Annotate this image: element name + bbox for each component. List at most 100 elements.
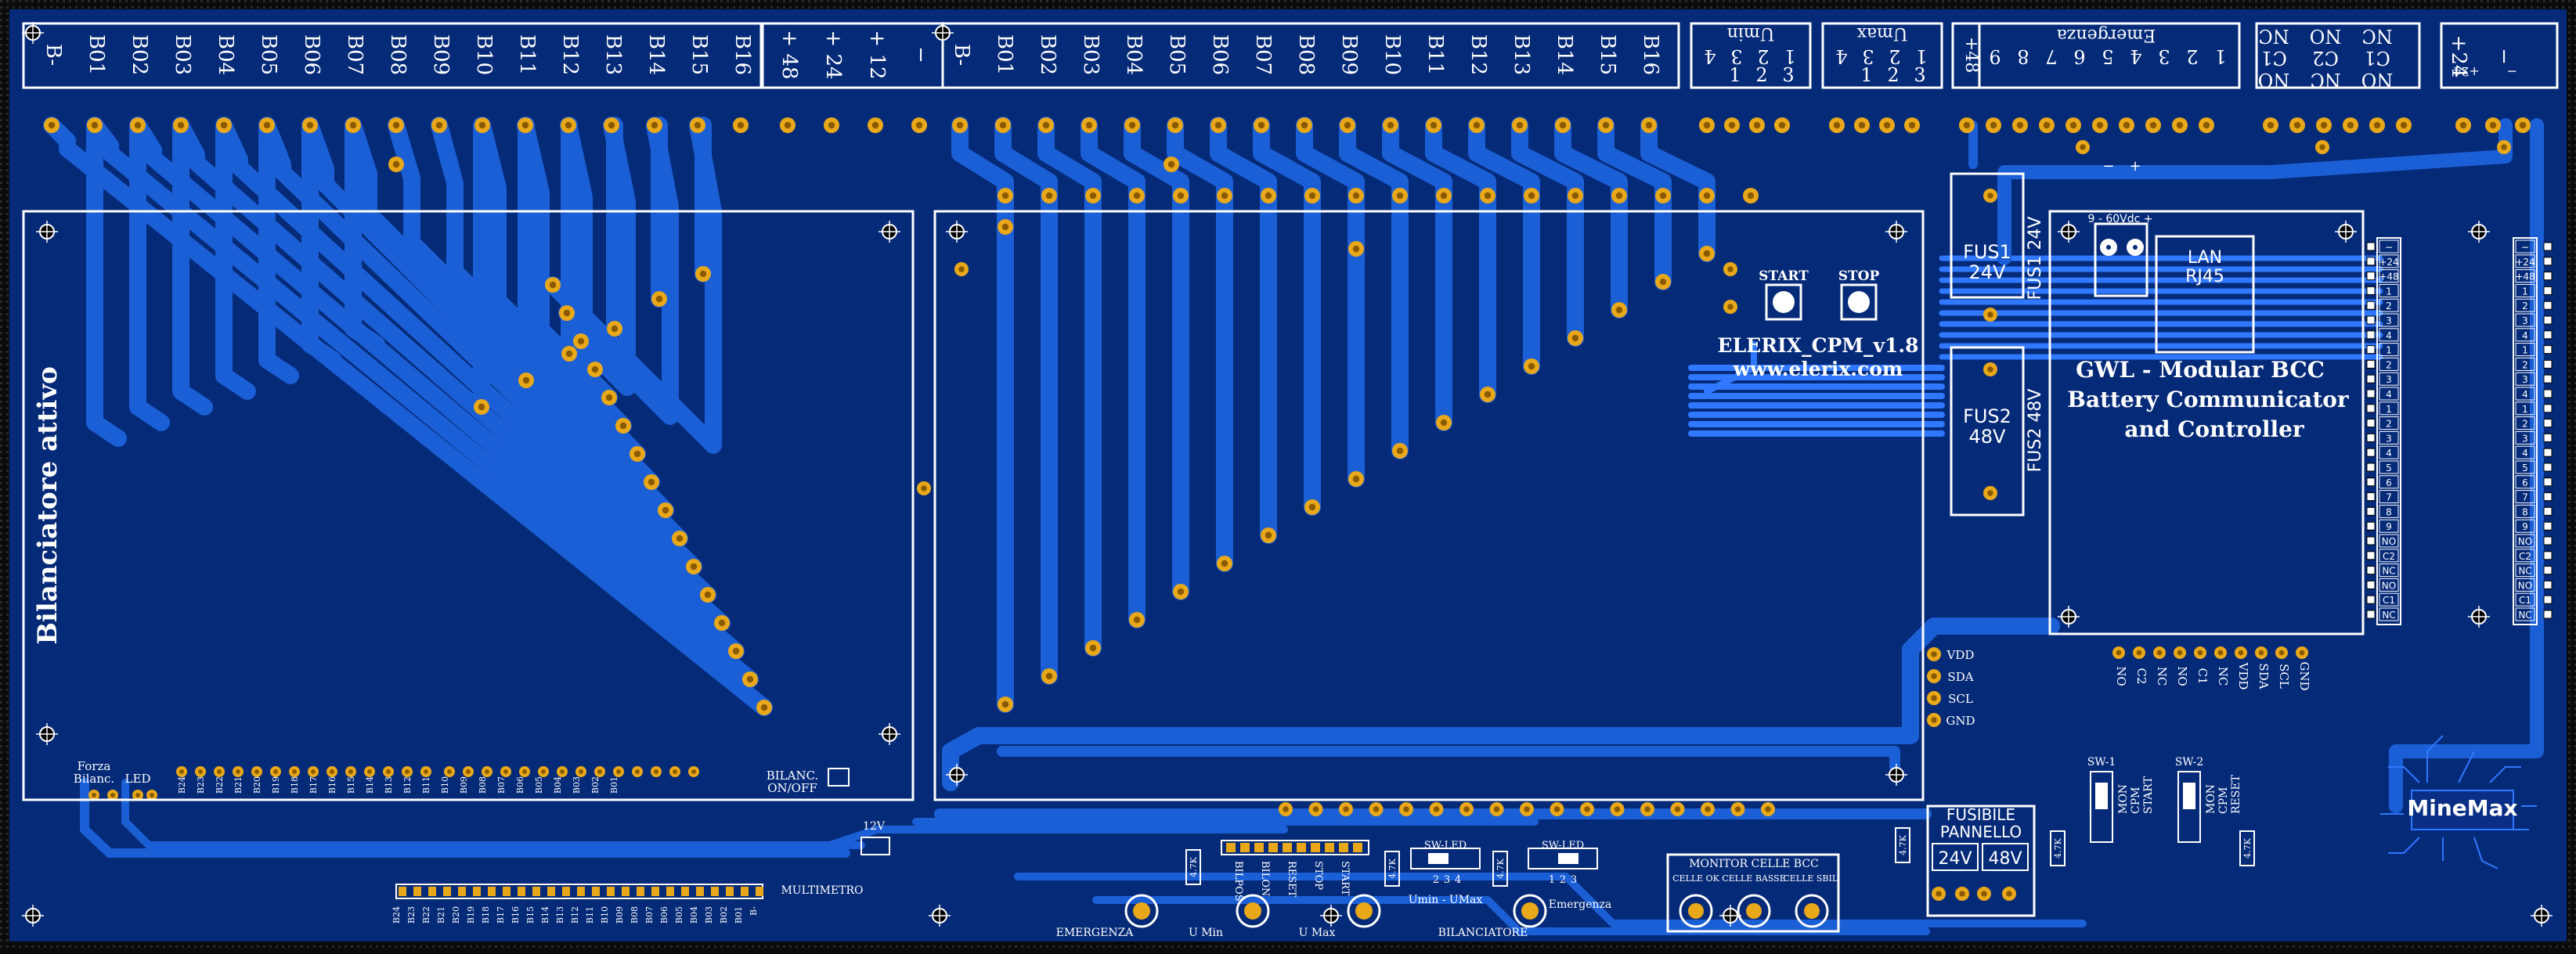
- pad-hole: [2299, 650, 2305, 656]
- b-label: B04: [553, 776, 563, 794]
- header-pin: [2515, 490, 2535, 504]
- pad: [1279, 802, 1293, 816]
- left-b-label: B03: [171, 34, 194, 75]
- pad-hole: [2293, 121, 2301, 129]
- header-pin-label: NO: [2382, 580, 2396, 591]
- pad-hole: [1373, 806, 1380, 812]
- right-b-label: B03: [1079, 34, 1102, 75]
- led-label: U Max: [1299, 927, 1336, 939]
- fus2-name: FUS2: [1963, 405, 2011, 427]
- header-pin-label: NO: [2518, 580, 2532, 591]
- b-label: B13: [384, 776, 394, 794]
- pad: [658, 502, 673, 518]
- header-contact: [2543, 433, 2553, 442]
- bottom-row-label: SDA: [2257, 663, 2271, 689]
- header-contact: [2366, 389, 2376, 398]
- multimetro-pin-label: B10: [600, 906, 610, 923]
- pad-hole: [1987, 193, 1993, 199]
- sw-led-emergenza[interactable]: SW-LED 1 2 3 Emergenza: [1528, 840, 1611, 911]
- pad: [302, 117, 318, 133]
- trace: [997, 746, 1900, 772]
- start-button[interactable]: [1765, 283, 1802, 321]
- emergenza-pin: 8: [2017, 45, 2029, 67]
- right-b-label: B08: [1294, 34, 1318, 75]
- b-label: B15: [346, 776, 356, 794]
- svg-text:1: 1: [1549, 874, 1555, 886]
- pad-hole: [2267, 121, 2275, 129]
- board-website: www.elerix.com: [1733, 358, 1903, 380]
- pad-hole: [746, 675, 754, 683]
- multimetro-pin: [607, 887, 615, 896]
- sw1-switch[interactable]: SW-1 MON CPM START: [2087, 756, 2155, 843]
- pad: [1723, 300, 1737, 314]
- pad-hole: [2459, 121, 2467, 129]
- pad: [1904, 117, 1920, 133]
- pad: [107, 790, 118, 801]
- pad-hole: [1728, 121, 1736, 129]
- pad: [474, 399, 489, 415]
- sw-led-umin-umax[interactable]: SW-LED 2 3 4 Umin - UMax: [1409, 840, 1483, 906]
- header-pin: [2515, 549, 2535, 563]
- pad-hole: [732, 647, 740, 655]
- pad: [2199, 117, 2214, 133]
- pad: [651, 766, 662, 777]
- monitor-led-pad: [1804, 903, 1820, 919]
- pad-hole: [1473, 121, 1481, 129]
- umax-label: 3: [1914, 64, 1925, 86]
- pad: [952, 117, 968, 133]
- pad: [2497, 140, 2511, 154]
- pad-hole: [1387, 121, 1394, 129]
- header-contact: [2543, 374, 2553, 383]
- pad-hole: [1705, 806, 1711, 812]
- trace: [1014, 873, 2087, 927]
- pad: [1038, 117, 1054, 133]
- header-contact: [2543, 359, 2553, 369]
- trace: [172, 117, 731, 632]
- pad: [601, 390, 617, 405]
- header-pin-label: NC: [2382, 566, 2395, 577]
- pad: [1340, 117, 1355, 133]
- pad: [1129, 188, 1145, 203]
- trace: [1210, 117, 1277, 544]
- right-b-label: B11: [1423, 34, 1447, 75]
- control-pin-label: START: [1339, 861, 1351, 896]
- svg-text:MON: MON: [2205, 784, 2217, 814]
- header-pin: [2379, 343, 2399, 357]
- pad-hole: [92, 793, 96, 797]
- relay-label: NO: [2310, 25, 2342, 47]
- multimetro-pin: [622, 887, 630, 896]
- header-pin-label: 3: [2386, 433, 2392, 444]
- bottom-row-label: GND: [2297, 661, 2311, 690]
- pad-hole: [1883, 121, 1891, 129]
- svg-text:SW-1: SW-1: [2087, 756, 2116, 769]
- header-pin-label: 2: [2386, 301, 2392, 311]
- pad: [402, 766, 413, 777]
- pad: [1598, 117, 1614, 133]
- header-pin: [2515, 504, 2535, 518]
- header-pin-label: C2: [2519, 551, 2531, 562]
- sw2-switch[interactable]: SW-2 MON CPM RESET: [2175, 756, 2242, 843]
- fus1-side-label: FUS1 24V: [2026, 217, 2045, 301]
- fus1-outline: [1950, 172, 2025, 299]
- right-b-label: B07: [1251, 34, 1275, 75]
- b-label: B11: [421, 776, 431, 794]
- balanc-switch[interactable]: [828, 768, 850, 787]
- pad-hole: [549, 281, 557, 289]
- header-pin-label: NC: [2382, 610, 2395, 621]
- pad: [2214, 646, 2227, 659]
- pad: [1254, 117, 1269, 133]
- multimetro-pin: [681, 887, 689, 896]
- pad-hole: [1265, 192, 1272, 200]
- stop-button[interactable]: [1840, 283, 1878, 321]
- pad-hole: [1089, 644, 1097, 652]
- trace: [1339, 117, 1409, 459]
- control-pin: [1283, 843, 1292, 852]
- header-contact: [2543, 536, 2553, 545]
- b-label: B16: [327, 776, 337, 794]
- pad: [1699, 117, 1715, 133]
- monitor-item-label: CELLE SBIL.: [1783, 873, 1840, 884]
- header-contact: [2366, 404, 2376, 413]
- pad: [911, 117, 927, 133]
- pad-hole: [1833, 121, 1841, 129]
- mounting-hole: [36, 723, 58, 745]
